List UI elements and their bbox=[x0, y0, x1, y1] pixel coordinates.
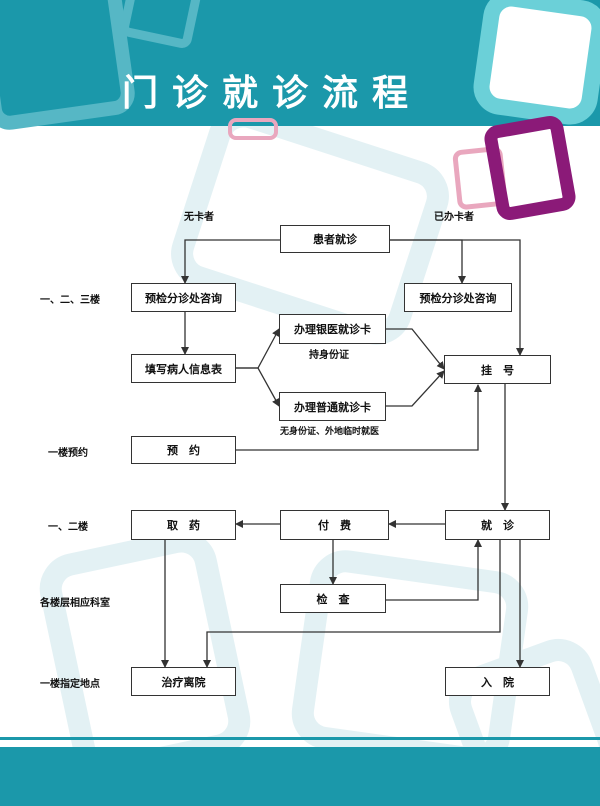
label-no-id: 无身份证、外地临时就医 bbox=[280, 427, 380, 437]
connector-patient-triage-left bbox=[181, 239, 280, 284]
node-medicine: 取 药 bbox=[131, 510, 236, 540]
node-register: 挂 号 bbox=[444, 355, 551, 384]
node-patient-visit: 患者就诊 bbox=[280, 225, 390, 253]
node-normal-card: 办理普通就诊卡 bbox=[279, 392, 386, 421]
connector-normalcard-register bbox=[386, 370, 445, 407]
pink-frame-small-shape bbox=[228, 118, 278, 140]
node-consult: 就 诊 bbox=[445, 510, 550, 540]
label-no-card: 无卡者 bbox=[184, 212, 214, 223]
footer-line bbox=[0, 737, 600, 740]
connector-patient-register bbox=[390, 239, 524, 356]
page-title: 门诊就诊流程 bbox=[122, 73, 423, 114]
connector-examine-consult bbox=[386, 539, 482, 601]
label-floor1-appointment: 一楼预约 bbox=[48, 448, 88, 459]
connector-patient-triage-right bbox=[390, 239, 466, 284]
connector-consult-treat bbox=[203, 540, 501, 668]
node-admission: 入 院 bbox=[445, 667, 550, 696]
node-triage-right: 预检分诊处咨询 bbox=[404, 283, 512, 312]
connector-form-bankcard bbox=[236, 328, 280, 369]
footer-band bbox=[0, 747, 600, 806]
node-triage-left: 预检分诊处咨询 bbox=[131, 283, 236, 312]
label-department-floors: 各楼层相应科室 bbox=[40, 598, 110, 609]
label-floors-123: 一、二、三楼 bbox=[40, 295, 100, 306]
label-has-card: 已办卡者 bbox=[434, 212, 474, 223]
label-with-id: 持身份证 bbox=[309, 350, 349, 361]
label-floor1-spot: 一楼指定地点 bbox=[40, 679, 100, 690]
connector-form-normalcard bbox=[236, 367, 280, 407]
connector-appointment-register bbox=[236, 384, 482, 451]
node-examine: 检 查 bbox=[280, 584, 386, 613]
connector-bankcard-register bbox=[386, 328, 445, 370]
node-bank-card: 办理银医就诊卡 bbox=[279, 314, 386, 344]
node-appointment: 预 约 bbox=[131, 436, 236, 464]
node-treat-leave: 治疗离院 bbox=[131, 667, 236, 696]
node-payment: 付 费 bbox=[280, 510, 389, 540]
node-fill-form: 填写病人信息表 bbox=[131, 354, 236, 383]
label-floors-12: 一、二楼 bbox=[48, 522, 88, 533]
